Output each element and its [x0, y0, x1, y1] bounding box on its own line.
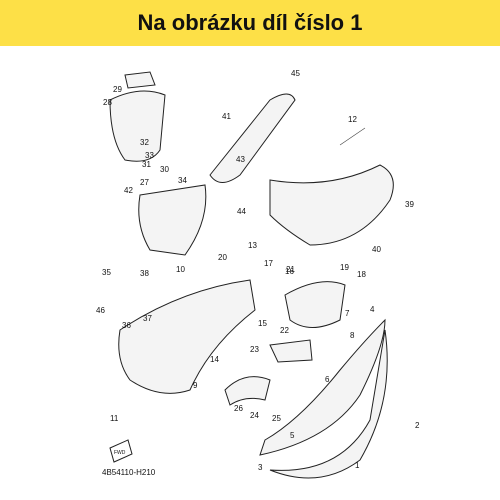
svg-text:30: 30	[160, 165, 169, 174]
svg-text:44: 44	[237, 207, 246, 216]
part-labels: 1 2 3 4 5 6 7 8 9 10 11 12 13 14 15 16 1…	[96, 69, 420, 472]
fwd-arrow-icon: FWD	[109, 439, 133, 463]
svg-text:13: 13	[248, 241, 257, 250]
svg-text:38: 38	[140, 269, 149, 278]
svg-text:15: 15	[258, 319, 267, 328]
part-1-main-cover	[259, 318, 386, 456]
svg-text:39: 39	[405, 200, 414, 209]
part-27-inner-panel	[138, 184, 207, 256]
part-18-trim	[284, 281, 346, 328]
svg-text:42: 42	[124, 186, 133, 195]
part-12-bolt	[339, 127, 366, 146]
title-banner: Na obrázku díl číslo 1	[0, 0, 500, 46]
svg-text:31: 31	[142, 160, 151, 169]
part-28-cowl	[109, 90, 166, 162]
svg-text:6: 6	[325, 375, 330, 384]
diagram-code: 4B54110-H210	[102, 468, 156, 477]
svg-text:43: 43	[236, 155, 245, 164]
svg-text:5: 5	[290, 431, 295, 440]
svg-text:18: 18	[357, 270, 366, 279]
svg-text:26: 26	[234, 404, 243, 413]
svg-text:19: 19	[340, 263, 349, 272]
svg-text:29: 29	[113, 85, 122, 94]
svg-text:45: 45	[291, 69, 300, 78]
part-1-lower-edge	[269, 329, 388, 479]
svg-text:33: 33	[145, 151, 154, 160]
svg-text:14: 14	[210, 355, 219, 364]
part-24-bracket	[224, 376, 271, 406]
part-40-side-cover	[269, 164, 394, 246]
svg-text:3: 3	[258, 463, 263, 472]
svg-text:35: 35	[102, 268, 111, 277]
part-22-clip	[269, 339, 313, 363]
parts-diagram: 1 2 3 4 5 6 7 8 9 10 11 12 13 14 15 16 1…	[96, 69, 420, 479]
svg-text:1: 1	[355, 461, 360, 470]
svg-text:37: 37	[143, 314, 152, 323]
banner-title: Na obrázku díl číslo 1	[137, 10, 363, 35]
svg-text:12: 12	[348, 115, 357, 124]
svg-text:10: 10	[176, 265, 185, 274]
svg-text:28: 28	[103, 98, 112, 107]
part-29-cap	[124, 71, 156, 89]
part-9-lower-panel	[118, 279, 256, 394]
svg-text:9: 9	[193, 381, 198, 390]
svg-text:21: 21	[286, 265, 295, 274]
svg-text:FWD: FWD	[114, 450, 126, 456]
svg-text:22: 22	[280, 326, 289, 335]
svg-text:41: 41	[222, 112, 231, 121]
svg-text:17: 17	[264, 259, 273, 268]
svg-text:27: 27	[140, 178, 149, 187]
svg-text:4: 4	[370, 305, 375, 314]
svg-text:36: 36	[122, 321, 131, 330]
svg-text:32: 32	[140, 138, 149, 147]
svg-text:2: 2	[415, 421, 420, 430]
svg-text:34: 34	[178, 176, 187, 185]
svg-text:8: 8	[350, 331, 355, 340]
svg-text:11: 11	[110, 414, 119, 423]
svg-text:16: 16	[285, 267, 294, 276]
svg-text:25: 25	[272, 414, 281, 423]
svg-text:7: 7	[345, 309, 350, 318]
part-41-upper-strip	[209, 93, 296, 183]
svg-text:20: 20	[218, 253, 227, 262]
svg-text:23: 23	[250, 345, 259, 354]
svg-text:40: 40	[372, 245, 381, 254]
svg-text:24: 24	[250, 411, 259, 420]
svg-text:46: 46	[96, 306, 105, 315]
